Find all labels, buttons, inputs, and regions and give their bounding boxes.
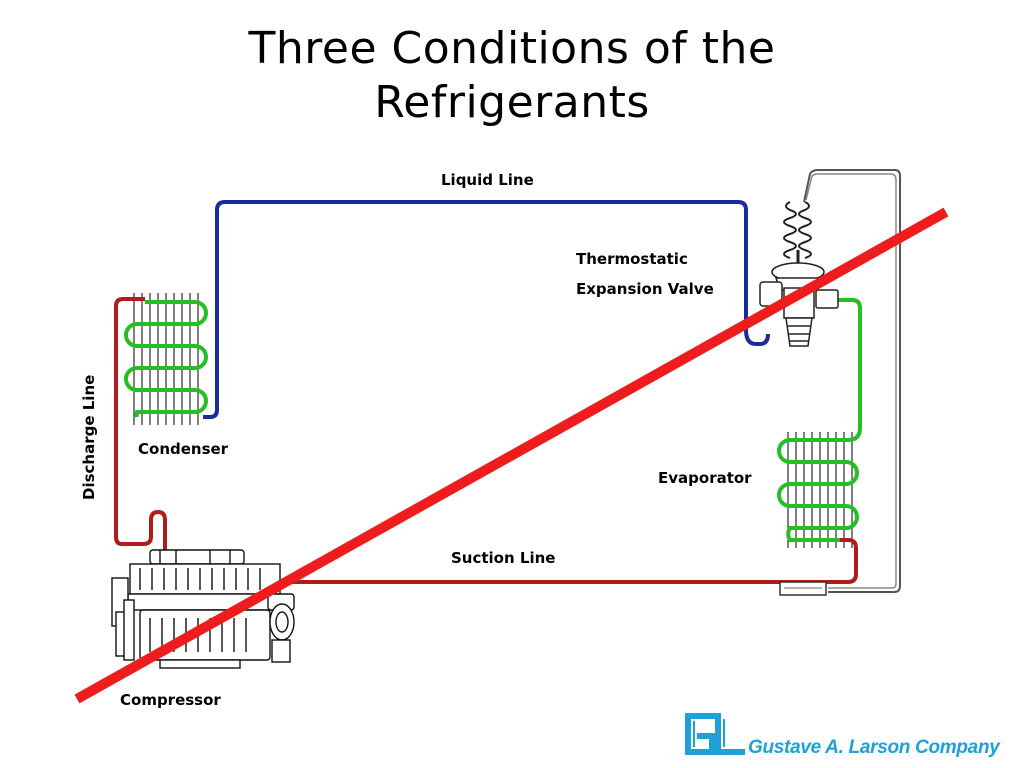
liquid-line-pipe [203, 200, 770, 419]
company-logo-text: Gustave A. Larson Company [748, 737, 1000, 758]
txv-label-line-2: Expansion Valve [576, 280, 714, 298]
liquid-line-label: Liquid Line [441, 171, 534, 189]
gl-logo-icon [685, 713, 745, 755]
suction-line-pipe [288, 538, 858, 584]
evaporator-coil [777, 438, 859, 542]
evaporator-fins [787, 432, 853, 548]
sensing-bulb-icon [779, 581, 827, 596]
sensing-bulb-line [803, 169, 901, 593]
condenser-coil [124, 300, 208, 418]
compressor-label: Compressor [120, 691, 221, 709]
distributor-line [832, 298, 862, 442]
discharge-line-pipe [114, 297, 167, 550]
slide-title: Three Conditions of the Refrigerants [0, 22, 1024, 130]
condenser-label: Condenser [138, 440, 229, 458]
title-line-1: Three Conditions of the [248, 23, 776, 74]
discharge-line-label: Discharge Line [80, 374, 98, 500]
title-line-2: Refrigerants [374, 77, 650, 128]
compressor-icon [111, 549, 295, 669]
strike-through-line [74, 207, 949, 704]
condenser-fins [133, 293, 199, 425]
suction-line-label: Suction Line [451, 549, 556, 567]
evaporator-label: Evaporator [658, 469, 752, 487]
txv-label-line-1: Thermostatic [576, 250, 688, 268]
